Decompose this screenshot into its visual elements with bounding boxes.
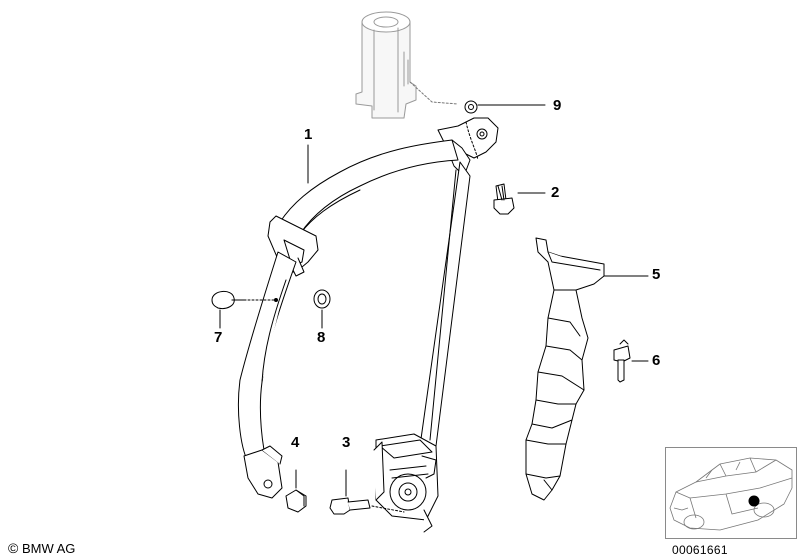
copyright: © BMW AG	[8, 540, 75, 556]
callout-9: 9	[553, 97, 562, 114]
callout-5: 5	[652, 266, 661, 283]
part-2-bolt	[493, 183, 546, 215]
part-9-nut	[464, 100, 546, 114]
copyright-symbol: ©	[8, 540, 19, 556]
part-5-pillar-trim	[525, 237, 649, 501]
part-3-bolt	[329, 469, 405, 515]
diagram-id: 00061661	[672, 543, 728, 557]
callout-2: 2	[551, 184, 560, 201]
callout-7: 7	[214, 329, 223, 346]
callout-4: 4	[291, 434, 300, 451]
pillar-sleeve-context	[355, 11, 459, 119]
part-8-washer	[313, 289, 331, 329]
callout-8: 8	[317, 329, 326, 346]
vehicle-location-thumbnail	[665, 447, 797, 539]
part-6-clip	[613, 339, 649, 383]
part-7-cap	[211, 291, 278, 329]
leader-lines	[307, 121, 479, 184]
part-3-retractor	[373, 433, 439, 533]
callout-6: 6	[652, 352, 661, 369]
copyright-text: BMW AG	[21, 541, 76, 556]
location-dot	[748, 495, 760, 507]
vehicle-location-icon	[669, 457, 793, 531]
callout-1: 1	[304, 126, 313, 143]
callout-3: 3	[342, 434, 351, 451]
part-1-seat-belt	[237, 117, 499, 499]
part-4-bolt	[285, 469, 307, 513]
